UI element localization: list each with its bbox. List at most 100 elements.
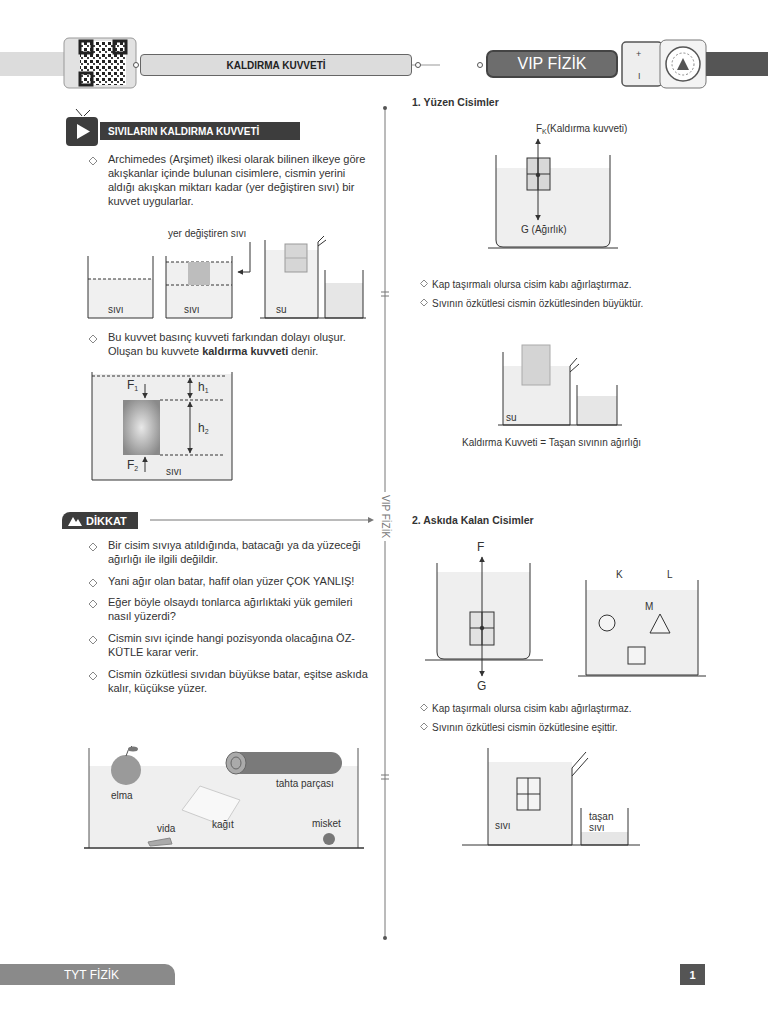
label-text: elma <box>111 790 133 801</box>
node-text: VIP FİZİK <box>517 55 586 73</box>
footer-band: TYT FİZİK <box>0 964 175 985</box>
label-text: (Kaldırma kuvveti) <box>547 123 628 134</box>
label-text: sıvı <box>184 304 200 315</box>
label-text: F <box>127 378 134 392</box>
label-text: F <box>477 540 484 554</box>
text-block: VIP FİZİK <box>380 492 391 541</box>
label-text: 1 <box>205 387 209 394</box>
label-text: 2. Askıda Kalan Cisimler <box>412 514 534 526</box>
label-text: F <box>127 458 134 472</box>
label-text: Yani ağır olan batar, hafif olan yüzer Ç… <box>108 575 354 587</box>
text-block: misket <box>312 818 341 829</box>
label-text: h <box>198 380 205 394</box>
text-block: Cismin sıvı içinde hangi pozisyonda olac… <box>108 631 370 659</box>
bullet-markers <box>89 157 428 730</box>
floating-figure <box>488 139 618 248</box>
label-text: Eğer böyle olsaydı tonlarca ağırlıktaki … <box>108 596 353 622</box>
label-text: Archimedes (Arşimet) ilkesi olarak bilin… <box>108 153 365 207</box>
text-block: Bir cisim sıvıya atıldığında, batacağı y… <box>108 538 370 566</box>
text-block: Eğer böyle olsaydı tonlarca ağırlıktaki … <box>108 595 370 623</box>
label-text: Cismin özkütlesi sıvıdan büyükse batar, … <box>108 668 368 694</box>
text-block: kağıt <box>212 819 234 830</box>
page-number: 1 <box>680 964 705 985</box>
label-text: K <box>616 569 623 580</box>
warning-icon <box>67 515 83 527</box>
text-block: su <box>506 412 517 423</box>
text-block: Kap taşırmalı olursa cisim kabı ağırlaşt… <box>432 278 712 291</box>
text-block: F <box>477 541 484 554</box>
node-text: 1 <box>689 969 695 981</box>
text-block: h1 <box>198 381 209 397</box>
text-block: G (Ağırlık) <box>521 224 567 235</box>
text-block: yer değiştiren sıvı <box>168 228 246 239</box>
text-block: L <box>667 569 673 580</box>
text-block: sıvı <box>108 304 124 315</box>
text-block: Kap taşırmalı olursa cisim kabı ağırlaşt… <box>432 702 712 715</box>
text-block: FK(Kaldırma kuvveti) <box>536 123 627 137</box>
text-block: tahta parçası <box>276 778 334 789</box>
text-block: Cismin özkütlesi sıvıdan büyükse batar, … <box>108 667 370 695</box>
text-block: vida <box>157 823 175 834</box>
text-block: Yani ağır olan batar, hafif olan yüzer Ç… <box>108 574 370 588</box>
label-text: + <box>636 49 641 59</box>
label-text: Bir cisim sıvıya atıldığında, batacağı y… <box>108 539 361 565</box>
suspended-figure <box>425 557 706 676</box>
label-text: tahta parçası <box>276 778 334 789</box>
text-block: M <box>645 601 653 612</box>
overflow-figure <box>498 345 622 425</box>
dikkat-rule <box>150 517 374 523</box>
label-text: I <box>638 71 641 81</box>
text-block: Archimedes (Arşimet) ilkesi olarak bilin… <box>108 152 373 208</box>
text-block: I <box>638 72 641 81</box>
text-block: elma <box>111 790 133 801</box>
node-text: KALDIRMA KUVVETİ <box>226 60 325 71</box>
text-block: 2. Askıda Kalan Cisimler <box>412 514 534 527</box>
label-text: misket <box>312 818 341 829</box>
objects-in-water <box>84 746 364 848</box>
play-icon <box>66 109 98 146</box>
label-text: h <box>198 421 205 435</box>
label-text: su <box>506 412 517 423</box>
text-block: Sıvının özkütlesi cismin özkütlesinden b… <box>432 297 712 310</box>
node-text: TYT FİZİK <box>64 968 119 982</box>
label-text: K <box>542 128 547 135</box>
displacement-figure <box>88 236 366 318</box>
label-text: L <box>667 569 673 580</box>
label-text: VIP FİZİK <box>380 495 391 538</box>
label-text: G <box>477 679 486 693</box>
label-text: 1 <box>134 385 138 392</box>
label-text: G (Ağırlık) <box>521 224 567 235</box>
label-text: sıvı <box>108 304 124 315</box>
node-text: DİKKAT <box>86 515 127 527</box>
label-text: kaldırma kuvveti <box>202 345 288 357</box>
label-text: denir. <box>291 345 318 357</box>
text-block: sıvı <box>166 466 182 477</box>
text-block: 1. Yüzen Cisimler <box>412 96 499 109</box>
brand-badge: VIP FİZİK <box>486 50 618 78</box>
label-text: 2 <box>205 428 209 435</box>
text-block: sıvı <box>184 304 200 315</box>
pressure-figure <box>92 372 232 480</box>
label-text: M <box>645 601 653 612</box>
label-text: Kap taşırmalı olursa cisim kabı ağırlaşt… <box>432 279 632 290</box>
label-text: 1. Yüzen Cisimler <box>412 96 499 108</box>
text-block: Bu kuvvet basınç kuvveti farkından dolay… <box>108 330 376 358</box>
label-text: yer değiştiren sıvı <box>168 228 246 239</box>
label-text: taşan sıvı <box>589 811 613 833</box>
header <box>0 38 768 88</box>
label-text: 2 <box>134 465 138 472</box>
text-block: h2 <box>198 422 209 438</box>
text-block: + <box>636 50 641 59</box>
text-block: sıvı <box>495 820 511 831</box>
label-text: Kap taşırmalı olursa cisim kabı ağırlaşt… <box>432 703 632 714</box>
header-title: KALDIRMA KUVVETİ <box>140 54 412 76</box>
text-block: F1 <box>127 379 138 395</box>
label-text: sıvı <box>495 820 511 831</box>
label-text: su <box>276 304 287 315</box>
warning-tag: DİKKAT <box>62 512 138 529</box>
text-block: Sıvının özkütlesi cismin özkütlesine eşi… <box>432 721 712 734</box>
text-block: su <box>276 304 287 315</box>
label-text: kağıt <box>212 819 234 830</box>
label-text: Sıvının özkütlesi cismin özkütlesinden b… <box>432 298 643 309</box>
section-heading: SIVILARIN KALDIRMA KUVVETİ <box>100 122 300 140</box>
